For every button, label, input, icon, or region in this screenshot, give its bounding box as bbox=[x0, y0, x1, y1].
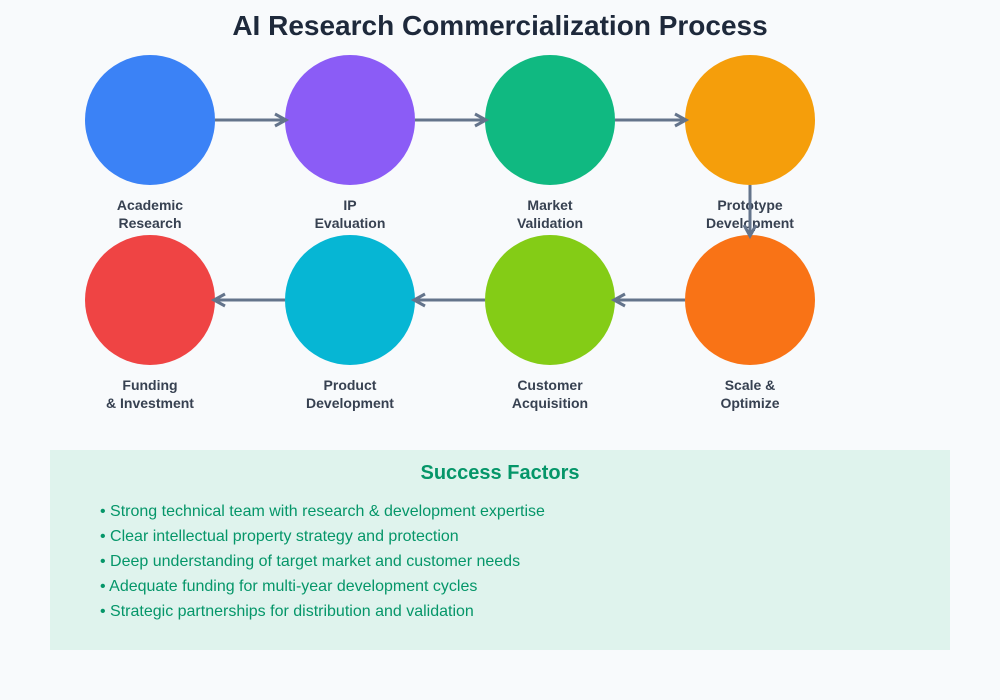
flow-arrow bbox=[215, 112, 290, 128]
flow-arrow bbox=[742, 185, 758, 240]
process-node-label: Market bbox=[527, 197, 572, 213]
process-node-circle bbox=[85, 235, 215, 365]
process-node-label: Scale & bbox=[725, 377, 776, 393]
success-factors-title: Success Factors bbox=[420, 462, 580, 484]
success-factors-panel: Success Factors • Strong technical team … bbox=[50, 450, 950, 650]
success-factor-item: • Deep understanding of target market an… bbox=[100, 553, 521, 570]
process-node-circle bbox=[485, 235, 615, 365]
process-node-label: Customer bbox=[517, 377, 583, 393]
process-node-label: Academic bbox=[117, 197, 183, 213]
process-node-label: Research bbox=[118, 215, 181, 231]
flow-arrow bbox=[415, 112, 490, 128]
process-node-label: Optimize bbox=[720, 395, 779, 411]
process-node-label: Evaluation bbox=[315, 215, 386, 231]
process-node-circle bbox=[685, 55, 815, 185]
process-node-circle bbox=[685, 235, 815, 365]
process-node-label: Product bbox=[324, 377, 377, 393]
page-title: AI Research Commercialization Process bbox=[232, 10, 768, 41]
process-node-label: Acquisition bbox=[512, 395, 588, 411]
success-factor-item: • Strong technical team with research & … bbox=[100, 503, 545, 520]
flow-arrow bbox=[410, 292, 485, 308]
process-node-circle bbox=[485, 55, 615, 185]
success-factor-item: • Strategic partnerships for distributio… bbox=[100, 603, 474, 620]
success-factor-item: • Clear intellectual property strategy a… bbox=[100, 528, 459, 545]
flow-arrow bbox=[615, 112, 690, 128]
flow-arrow bbox=[610, 292, 685, 308]
process-node-label: & Investment bbox=[106, 395, 194, 411]
process-node-label: Funding bbox=[122, 377, 177, 393]
success-factors-list: • Strong technical team with research & … bbox=[100, 503, 545, 628]
process-node-circle bbox=[85, 55, 215, 185]
process-node-label: Validation bbox=[517, 215, 583, 231]
process-node-label: Development bbox=[306, 395, 394, 411]
success-factor-item: • Adequate funding for multi-year develo… bbox=[100, 578, 478, 595]
process-node-circle bbox=[285, 235, 415, 365]
process-node-label: IP bbox=[343, 197, 356, 213]
process-node-circle bbox=[285, 55, 415, 185]
flow-arrow bbox=[210, 292, 285, 308]
